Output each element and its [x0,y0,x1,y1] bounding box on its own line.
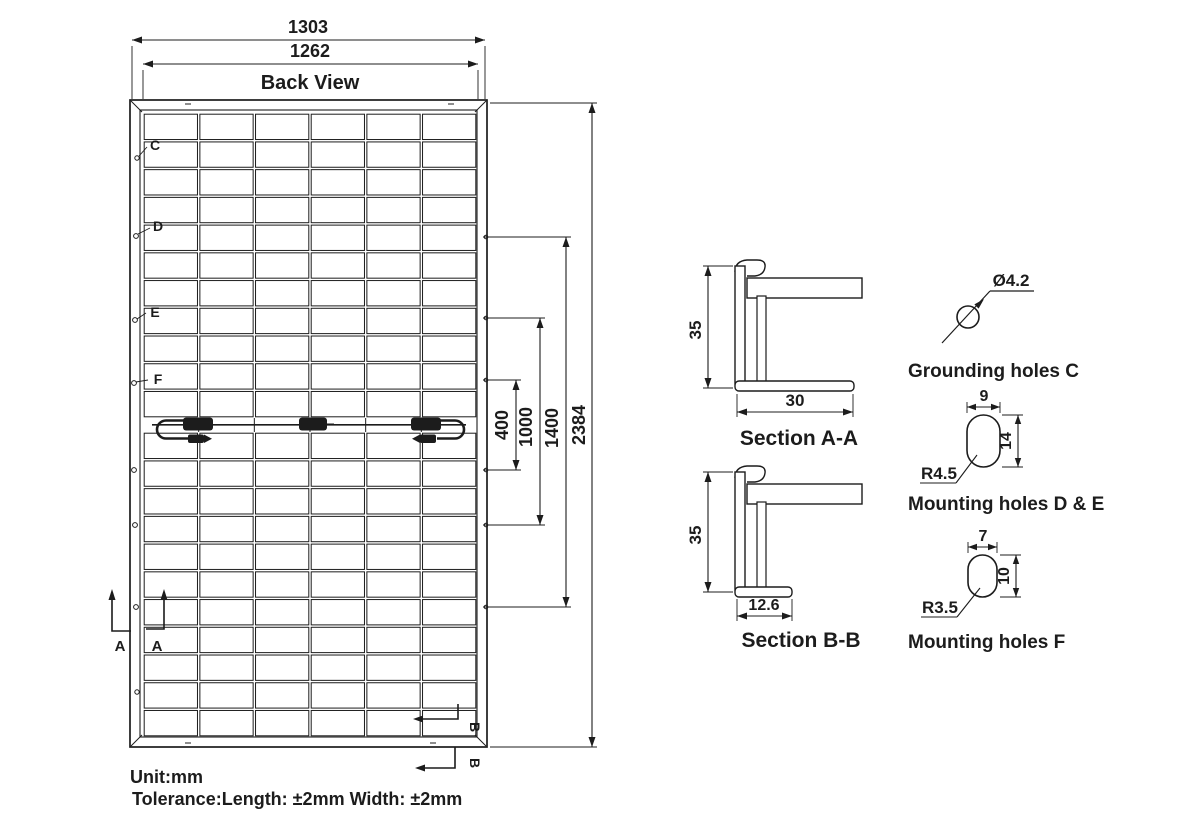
hole-letter-labels: C D E F [135,137,163,387]
dim-text-1000: 1000 [516,407,536,447]
section-bb-caption: Section B-B [741,629,860,652]
junction-box-assembly [152,417,466,443]
dim-text-1303: 1303 [288,17,328,37]
grounding-caption: Grounding holes C [908,361,1079,382]
grounding-dim-diameter: Ø4.2 [993,271,1030,290]
grounding-hole-circle [956,305,980,329]
dimension-1303: 1303 [131,17,486,99]
right-cable-loop [437,419,466,440]
dimension-2384: 2384 [490,102,597,748]
bb-frame-wall [734,471,746,591]
center-junction-box [299,417,327,431]
mounting-f-caption: Mounting holes F [908,632,1065,653]
bb-bottom-flange [734,586,793,598]
dim-text-1400: 1400 [542,408,562,448]
de-dim-9: 9 [980,388,989,405]
aa-dim-30: 30 [786,391,805,410]
grounding-hole-detail: Ø4.2 Grounding holes C [908,271,1079,382]
de-dim-r4-5: R4.5 [921,464,957,483]
panel-inner-frame [139,109,478,738]
tolerance-note: Tolerance:Length: ±2mm Width: ±2mm [132,789,462,809]
de-dim-14: 14 [998,432,1015,450]
f-dim-10: 10 [996,567,1013,585]
back-view-panel: C D E F A A B B [108,99,489,772]
hole-label-d: D [153,218,163,234]
dim-text-400: 400 [492,410,512,440]
dimension-1400: 1400 [483,236,571,608]
bb-glass-laminate [746,483,863,505]
dimension-400: 400 [483,379,521,471]
aa-frame-wall [734,265,746,385]
aa-inner-wall [756,295,767,385]
unit-note: Unit:mm [130,767,203,787]
hole-label-f: F [154,371,163,387]
mounting-de-caption: Mounting holes D & E [908,494,1104,515]
mounting-hole-f-detail: 7 10 R3.5 Mounting holes F [908,528,1065,653]
section-b-label-inner: B [467,722,483,732]
mounting-hole-de-detail: 9 14 R4.5 Mounting holes D & E [908,388,1104,515]
bb-dim-35: 35 [686,526,705,545]
drawing-notes: Unit:mm Tolerance:Length: ±2mm Width: ±2… [130,767,462,809]
section-b-markers: B B [413,704,483,772]
section-bb-view: 35 12.6 Section B-B [686,465,863,652]
right-cable-connector [420,434,436,443]
hole-label-e: E [150,304,159,320]
section-aa-caption: Section A-A [740,427,858,450]
dimension-1000: 1000 [483,317,545,526]
left-junction-box [183,417,213,431]
left-cable-connector [188,434,204,443]
aa-glass-laminate [746,277,863,299]
section-aa-view: 35 30 Section A-A [686,259,863,450]
mounting-slot-f [967,554,998,598]
back-view-title: Back View [261,72,360,94]
left-cable-loop [155,419,188,440]
right-junction-box [411,417,441,431]
dim-text-2384: 2384 [569,405,589,445]
bb-dim-12-6: 12.6 [748,597,779,614]
section-a-label-outer: A [115,638,126,655]
frame-corner-chamfers [130,100,487,747]
hole-label-c: C [150,137,160,153]
dimension-1262: 1262 [142,41,479,99]
aa-bottom-flange [734,380,855,392]
aa-dim-35: 35 [686,321,705,340]
cell-grid [143,113,477,737]
f-dim-r3-5: R3.5 [922,598,958,617]
mounting-slot-de [966,414,1001,468]
dim-text-1262: 1262 [290,41,330,61]
section-b-label-outer: B [467,758,483,768]
panel-outer-frame [129,99,488,748]
section-a-markers: A A [108,589,168,655]
f-dim-7: 7 [979,528,988,545]
bb-inner-wall [756,501,767,589]
section-a-label-inner: A [152,638,163,655]
